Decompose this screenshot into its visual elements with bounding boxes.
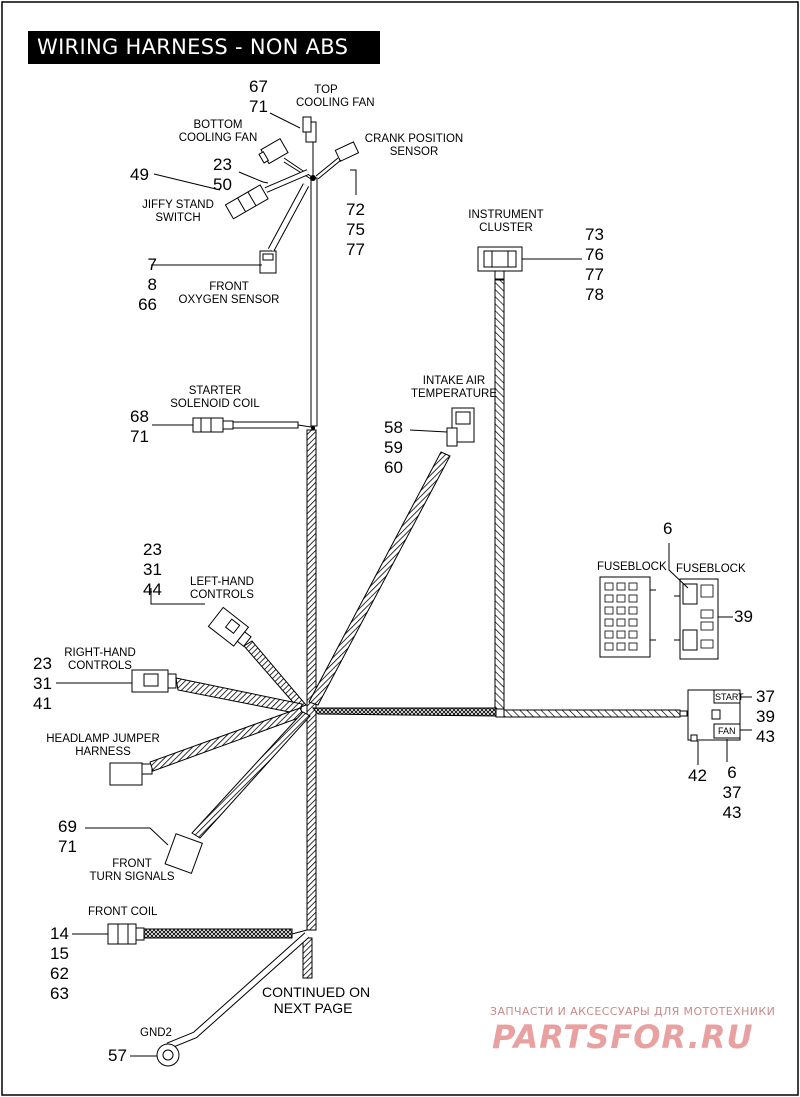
main-trunk [302, 175, 318, 979]
crank-position-sensor-connector [315, 141, 360, 180]
relay-block [687, 689, 752, 765]
gnd2-label: GND2 [140, 1027, 172, 1039]
relay-branch [311, 707, 688, 718]
front-turn-signals-connector [85, 711, 311, 875]
watermark-logo: PARTSFOR.RU [492, 1018, 754, 1056]
fuseblock-right [668, 543, 733, 660]
headlamp-jumper-connector [109, 707, 305, 786]
part-number-jiffy-49: 49 [130, 165, 149, 184]
jiffy-stand-switch-connector [224, 169, 310, 220]
watermark-tagline: ЗАПЧАСТИ И АКСЕССУАРЫ ДЛЯ МОТОТЕХНИКИ [490, 1005, 776, 1018]
part-number-fuse-39: 39 [734, 607, 753, 626]
intake-air-temperature-connector [308, 407, 475, 706]
front-oxygen-sensor-connector [259, 183, 310, 274]
page-title: WIRING HARNESS - NON ABS [28, 31, 380, 64]
fuseblock-left-label: FUSEBLOCK [597, 561, 667, 573]
part-number-fuse-6: 6 [663, 519, 673, 538]
bottom-cooling-fan-connector [258, 138, 313, 180]
starter-solenoid-connector [152, 417, 312, 433]
relay-fan-label: FAN [718, 726, 736, 736]
left-hand-controls-connector [150, 588, 307, 709]
front-coil-connector [72, 923, 308, 945]
instrument-cluster-connector [477, 246, 582, 711]
front-coil-label: FRONT COIL [88, 906, 158, 918]
fuseblock-right-label: FUSEBLOCK [676, 563, 746, 575]
fuseblock-left [599, 576, 656, 658]
part-number-relay-42: 42 [688, 766, 707, 785]
top-cooling-fan-connector [302, 116, 317, 178]
relay-start-label: START [715, 692, 744, 702]
right-hand-controls-connector [56, 669, 303, 715]
leader-lines-top [151, 112, 357, 266]
part-number-gnd2: 57 [108, 1046, 127, 1065]
gnd2-ring-terminal [130, 932, 310, 1067]
